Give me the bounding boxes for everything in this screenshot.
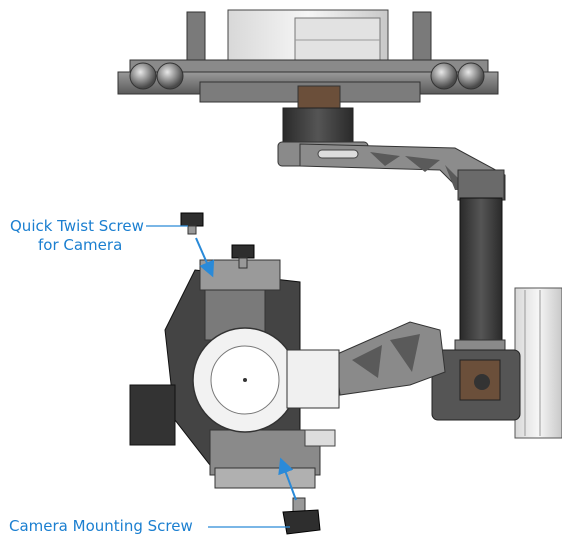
damper-ball-right-1	[430, 62, 458, 90]
tilt-arm	[334, 321, 446, 396]
pan-arm	[299, 143, 506, 201]
camera-mounting-screw	[282, 497, 321, 535]
damper-ball-left-1	[129, 62, 157, 90]
camera-mount-leader	[208, 457, 297, 528]
vertical-tube	[454, 169, 506, 359]
camera-mount-label: Camera Mounting Screw	[9, 517, 193, 535]
roll-motor	[431, 287, 562, 439]
tilt-motor-hub	[192, 327, 340, 433]
quick-twist-label-line2: for Camera	[38, 236, 123, 254]
quick-twist-screw	[180, 212, 255, 269]
quick-twist-label-line1: Quick Twist Screw	[10, 217, 144, 235]
damper-ball-right-2	[457, 62, 485, 90]
damper-ball-left-2	[156, 62, 184, 90]
quick-twist-leader	[146, 225, 215, 278]
